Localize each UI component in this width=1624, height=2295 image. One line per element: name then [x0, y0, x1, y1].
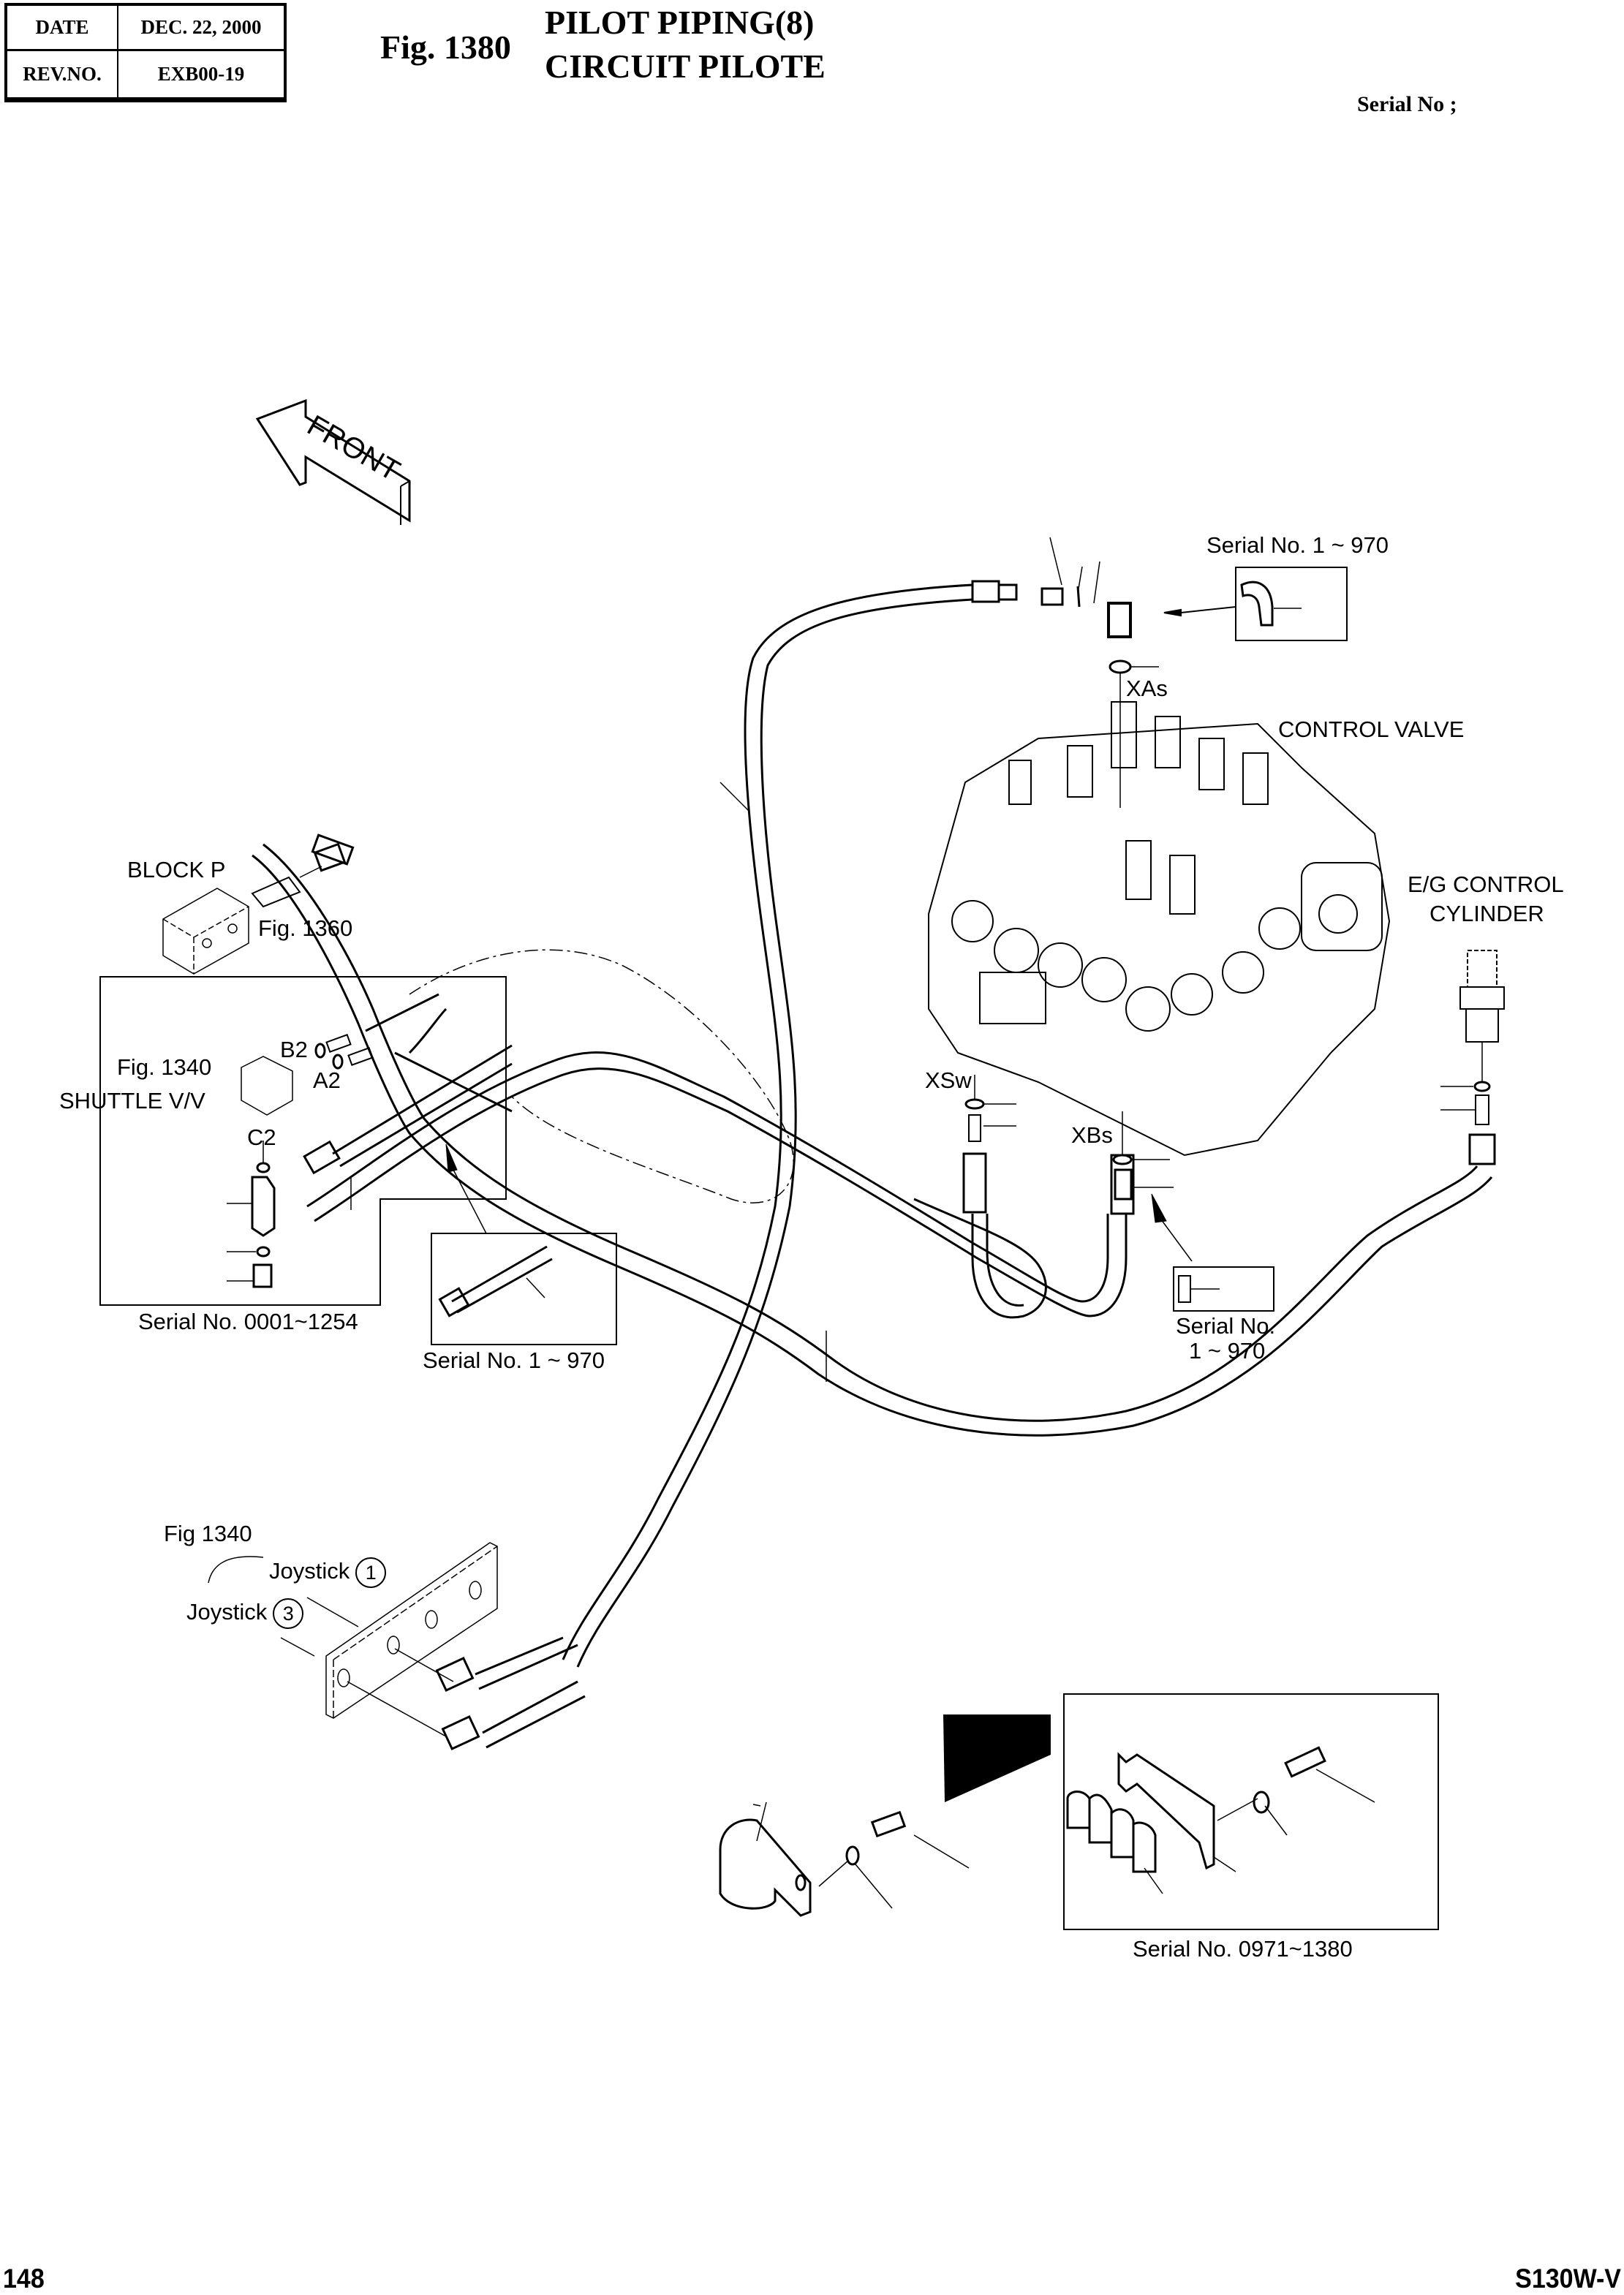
model-code: S130W-V	[1515, 2264, 1621, 2294]
shuttle-valve-frame	[99, 976, 513, 1306]
fig-1340-label: Fig. 1340	[117, 1054, 212, 1080]
eg-control-label-2: CYLINDER	[1430, 901, 1544, 926]
dashed-hose-outline	[409, 949, 794, 1203]
hose-xsw-xbs	[306, 1051, 1174, 1382]
inset-hose-end	[431, 1143, 617, 1345]
hose-xas	[562, 580, 1132, 1668]
port-xsw-label: XSw	[925, 1067, 972, 1093]
port-xas-label: XAs	[1126, 676, 1168, 701]
figure-number: Fig. 1380	[380, 29, 511, 66]
leader-lines-top	[720, 537, 1159, 812]
serial-range-clamp: Serial No. 0971~1380	[1133, 1936, 1353, 1962]
joystick-1-text: Joystick	[269, 1558, 350, 1584]
pipe-clamp	[719, 1801, 970, 1917]
eg-control-cylinder	[1440, 950, 1505, 1165]
date-value: DEC. 22, 2000	[118, 6, 284, 51]
serial-range-elbow: Serial No. 1 ~ 970	[1206, 532, 1389, 558]
page-number: 148	[3, 2264, 45, 2294]
eg-control-label-1: E/G CONTROL	[1408, 872, 1564, 897]
joystick-bracket	[208, 1542, 586, 1751]
inset-straight-fitting	[1151, 1193, 1274, 1312]
serial-number-label: Serial No ;	[1357, 92, 1457, 116]
title-english: PILOT PIPING(8)	[545, 4, 815, 41]
inset-elbow-fitting	[1163, 567, 1348, 641]
rev-label: REV.NO.	[7, 51, 118, 97]
fig-1360-label: Fig. 1360	[258, 915, 353, 941]
fig-1340-joystick-label: Fig 1340	[164, 1521, 252, 1546]
port-xbs-label: XBs	[1071, 1122, 1113, 1148]
control-valve-label: CONTROL VALVE	[1278, 717, 1465, 742]
shuttle-valve-label: SHUTTLE V/V	[59, 1088, 205, 1114]
joystick-3-text: Joystick	[186, 1599, 268, 1625]
serial-range-hose: Serial No. 1 ~ 970	[423, 1347, 605, 1373]
inset-clamp-set	[1063, 1693, 1439, 1930]
block-p-label: BLOCK P	[127, 857, 226, 882]
block-p	[162, 842, 347, 975]
front-arrow-icon	[255, 398, 411, 525]
serial-range-short-label: 1 ~ 970	[1189, 1338, 1266, 1364]
serial-no-short-label: Serial No.	[1176, 1313, 1276, 1339]
hose-eg-cylinder	[252, 833, 1493, 1437]
serial-range-shuttle: Serial No. 0001~1254	[138, 1309, 358, 1334]
joystick-3-number: 3	[273, 1598, 304, 1629]
port-a2-label: A2	[313, 1067, 341, 1093]
date-label: DATE	[7, 6, 118, 51]
rev-value: EXB00-19	[157, 63, 245, 85]
joystick-1-number: 1	[355, 1557, 387, 1588]
pointer-wedge	[943, 1714, 1051, 1802]
port-c2-label: C2	[247, 1124, 276, 1150]
title-french: CIRCUIT PILOTE	[545, 48, 826, 85]
port-b2-label: B2	[280, 1037, 308, 1062]
revision-table: DATE DEC. 22, 2000 REV.NO. EXB00-19	[4, 3, 287, 102]
control-valve	[928, 701, 1391, 1157]
